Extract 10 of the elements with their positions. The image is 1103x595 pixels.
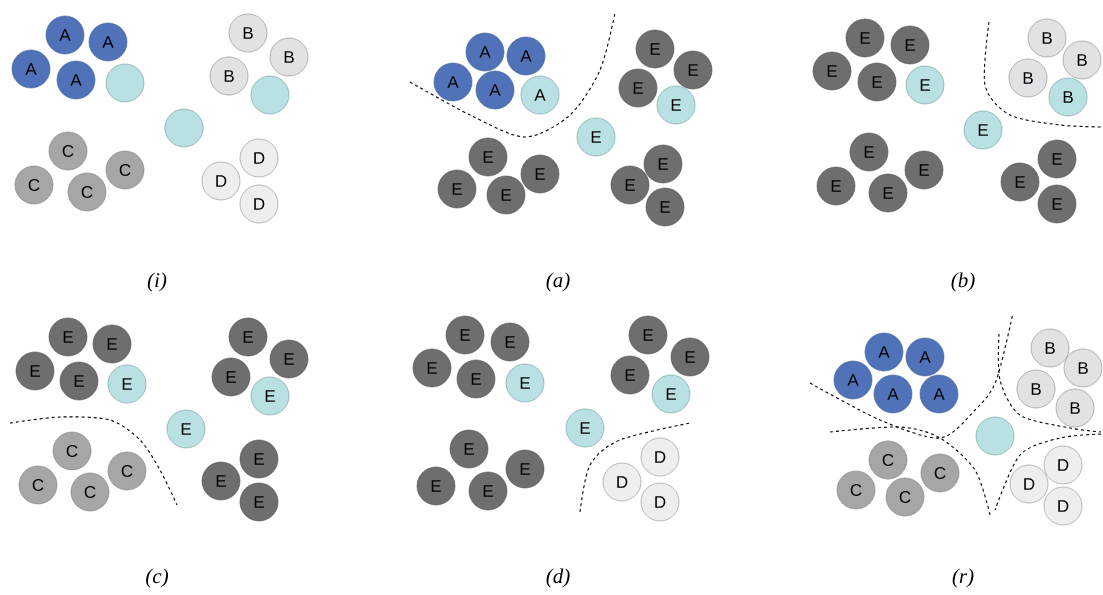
empty-circle xyxy=(250,75,290,115)
panel-label: (i) xyxy=(147,272,167,292)
empty-circle xyxy=(164,108,204,148)
panel-label: (d) xyxy=(546,568,570,588)
panel-label: (a) xyxy=(546,272,570,292)
panel-label: (c) xyxy=(146,568,168,588)
panel-label: (r) xyxy=(952,568,974,588)
panel-label: (b) xyxy=(951,272,975,292)
empty-circle xyxy=(105,63,145,103)
empty-circle xyxy=(975,416,1015,456)
